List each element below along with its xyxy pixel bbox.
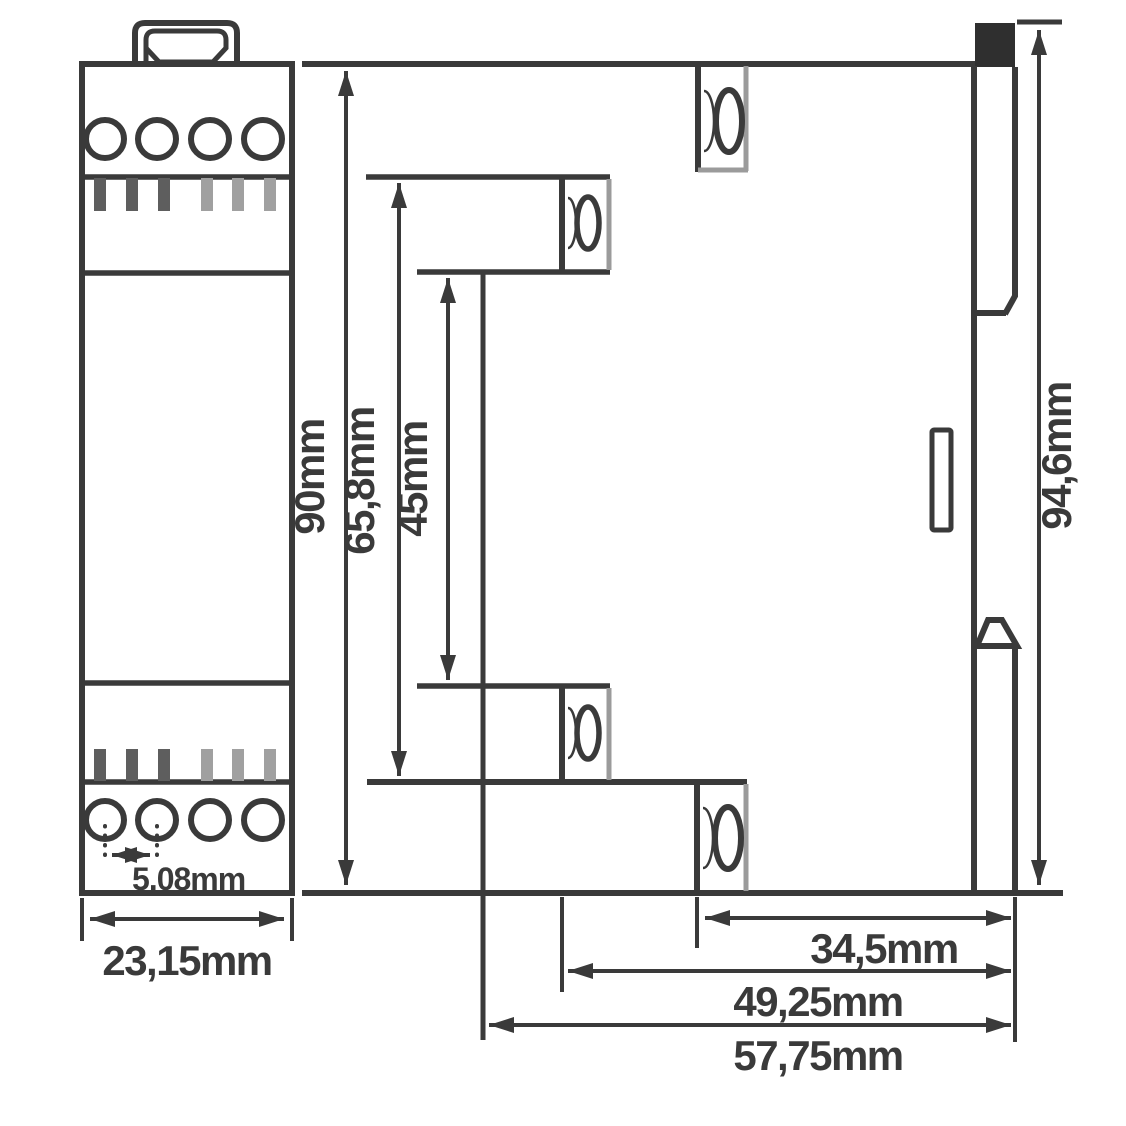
front-view [79,20,295,896]
dim-height-45: 45mm [389,278,456,680]
dim-height-65-8-label: 65,8mm [336,407,383,554]
dim-depth-49-25-label: 49,25mm [733,978,902,1025]
terminal-screw [188,117,232,161]
terminal-screw [135,798,179,842]
side-terminal-block-bottom [694,782,749,893]
din-clip-spring-latch [974,617,1023,649]
dim-width-label: 23,15mm [102,937,271,984]
side-slot-opening [929,427,954,533]
vent-bar-light [264,178,276,211]
screw-side-profile [712,804,744,872]
terminal-screw [83,798,127,842]
dim-depth-49-25: 49,25mm [568,963,1011,1025]
terminal-screw [83,117,127,161]
terminal-screw [188,798,232,842]
dim-height-90: 90mm [286,71,354,885]
front-clip-handle-outline [132,20,240,64]
vent-bar-dark [126,178,138,211]
side-view [302,23,1063,1040]
dim-height-45-label: 45mm [389,421,436,536]
side-terminal-block-top [695,64,749,173]
dim-terminal-pitch-label: 5,08mm [132,861,245,897]
dim-depth-57-75: 57,75mm [489,1017,1011,1079]
vent-bar-light [232,749,244,781]
vent-bar-dark [158,749,170,781]
din-rail-mount [929,23,1023,893]
dimensions: 5,08mm 23,15mm 90mm 65,8mm 45mm 94 [80,19,1080,1079]
dim-depth-57-75-label: 57,75mm [733,1032,902,1079]
vent-bar-light [264,749,276,781]
dim-depth-34-5: 34,5mm [705,910,1011,972]
front-bottom-terminals [83,798,285,842]
terminal-screw [241,117,285,161]
dim-height-94-6-label: 94,6mm [1033,382,1080,529]
front-top-vents [94,178,276,211]
screw-recess-arc [703,89,716,153]
dim-height-94-6: 94,6mm [1017,19,1080,885]
front-body-outline [79,61,295,896]
dim-height-65-8: 65,8mm [336,183,407,776]
vent-bar-light [201,178,213,211]
front-clip-handle-inner [143,28,229,65]
terminal-screw [135,117,179,161]
side-terminal-block-lower-mid [559,686,612,782]
screw-side-profile [574,194,602,252]
screw-recess-arc [567,196,578,250]
rear-outer-edge-upper [1002,67,1018,316]
vent-bar-dark [94,749,106,781]
vent-bar-light [232,178,244,211]
dim-depth-34-5-label: 34,5mm [810,925,957,972]
dim-width: 23,15mm [80,898,294,984]
screw-recess-arc [567,706,578,760]
vent-bar-dark [94,178,106,211]
vent-bar-dark [158,178,170,211]
side-terminal-block-upper-mid [559,177,612,272]
vent-bar-light [201,749,213,781]
vent-bar-dark [126,749,138,781]
din-clip-top-catch [975,23,1015,67]
terminal-screw [241,798,285,842]
screw-side-profile [713,87,745,155]
dim-height-90-label: 90mm [286,419,333,534]
dim-terminal-pitch: 5,08mm [103,824,246,897]
screw-recess-arc [702,806,715,870]
screw-side-profile [574,704,602,762]
front-top-terminals [83,117,285,161]
front-bottom-vents [94,749,276,781]
